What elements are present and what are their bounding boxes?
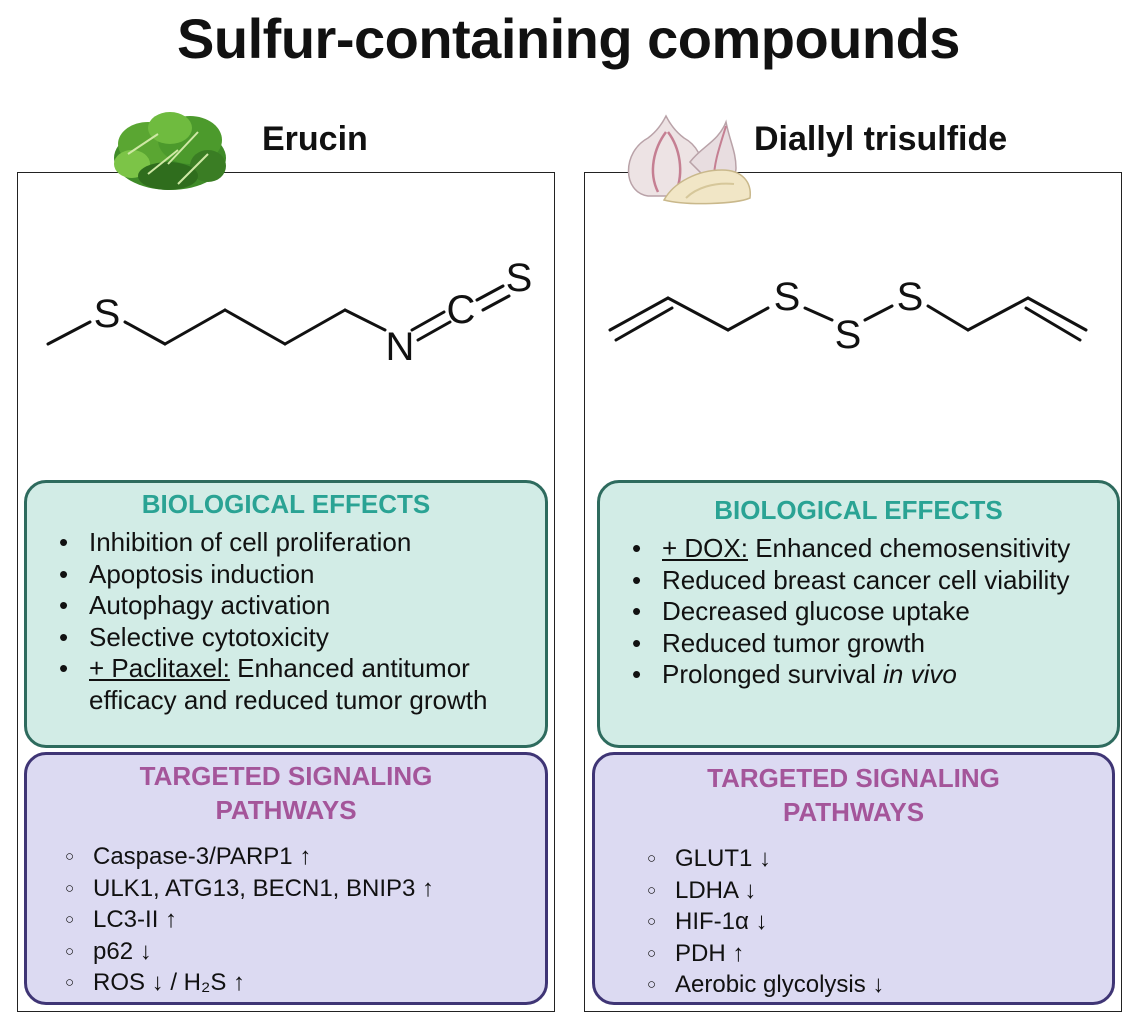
list-item: ULK1, ATG13, BECN1, BNIP3 ↑ [27, 873, 545, 905]
list-item: HIF-1α ↓ [595, 906, 1112, 938]
list-item: Reduced breast cancer cell viability [600, 565, 1117, 597]
list-item: GLUT1 ↓ [595, 843, 1112, 875]
figure-title: Sulfur-containing compounds [177, 7, 960, 70]
list-item: + DOX: Enhanced chemosensitivity [600, 533, 1117, 565]
atom-s1: S [774, 275, 801, 319]
list-item: Decreased glucose uptake [600, 596, 1117, 628]
arugula-leaves-icon [114, 112, 226, 190]
diallyl-trisulfide-name: Diallyl trisulfide [754, 120, 1008, 158]
atom-s3: S [897, 275, 924, 319]
atom-n: N [386, 325, 415, 369]
diallyl-trisulfide-structure: S S S [608, 275, 1088, 357]
garlic-icon [627, 114, 751, 205]
atom-s2: S [506, 256, 533, 300]
list-item: p62 ↓ [27, 936, 545, 968]
pathways-title: TARGETED SIGNALING PATHWAYS [139, 761, 433, 825]
atom-s2: S [835, 313, 862, 357]
effects-list: + DOX: Enhanced chemosensitivity Reduced… [600, 533, 1117, 691]
list-item: Prolonged survival in vivo [600, 659, 1117, 691]
list-item: Inhibition of cell proliferation [27, 527, 545, 559]
erucin-effects-box: BIOLOGICAL EFFECTS Inhibition of cell pr… [24, 480, 548, 748]
pathways-title: TARGETED SIGNALING PATHWAYS [707, 763, 1000, 827]
atom-s1: S [94, 292, 121, 336]
list-item: ROS ↓ / H₂S ↑ [27, 967, 545, 999]
pathways-list: Caspase-3/PARP1 ↑ ULK1, ATG13, BECN1, BN… [27, 841, 545, 999]
pathways-list: GLUT1 ↓ LDHA ↓ HIF-1α ↓ PDH ↑ Aerobic gl… [595, 843, 1112, 1001]
list-item: Reduced tumor growth [600, 628, 1117, 660]
list-item: Aerobic glycolysis ↓ [595, 969, 1112, 1001]
dats-pathways-box: TARGETED SIGNALING PATHWAYS GLUT1 ↓ LDHA… [592, 752, 1115, 1005]
list-item: LC3-II ↑ [27, 904, 545, 936]
list-item: Selective cytotoxicity [27, 622, 545, 654]
list-item: PDH ↑ [595, 938, 1112, 970]
list-item: Autophagy activation [27, 590, 545, 622]
erucin-structure: S N C S [46, 256, 533, 369]
dats-effects-box: BIOLOGICAL EFFECTS + DOX: Enhanced chemo… [597, 480, 1120, 748]
erucin-name: Erucin [262, 120, 368, 158]
list-item: Apoptosis induction [27, 559, 545, 591]
erucin-pathways-box: TARGETED SIGNALING PATHWAYS Caspase-3/PA… [24, 752, 548, 1005]
effects-title: BIOLOGICAL EFFECTS [714, 495, 1003, 525]
effects-title: BIOLOGICAL EFFECTS [141, 489, 431, 519]
effects-list: Inhibition of cell proliferation Apoptos… [27, 527, 545, 716]
atom-c: C [447, 288, 476, 332]
list-item: LDHA ↓ [595, 875, 1112, 907]
list-item: + Paclitaxel: Enhanced antitumor efficac… [27, 653, 545, 716]
list-item: Caspase-3/PARP1 ↑ [27, 841, 545, 873]
